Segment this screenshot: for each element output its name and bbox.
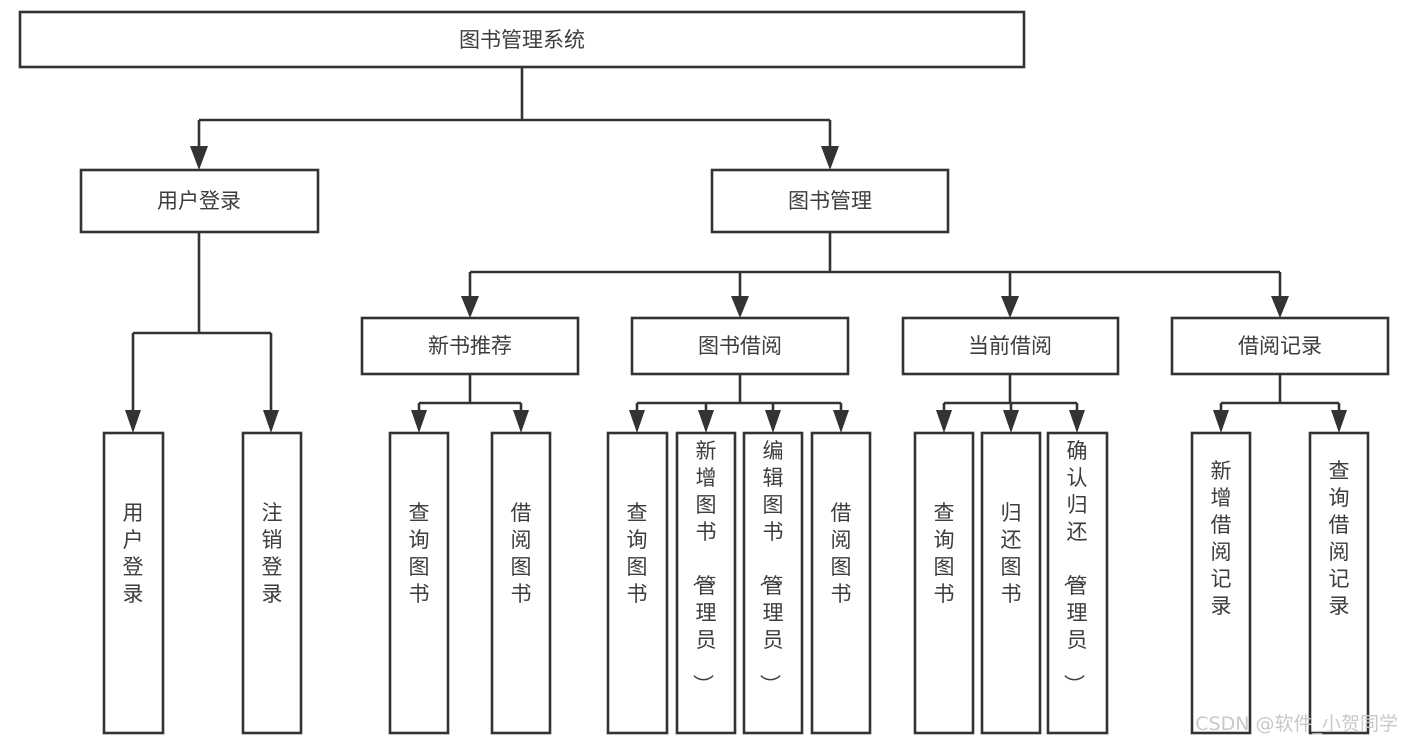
node-leaf-9-label: 查询图书 bbox=[934, 501, 955, 606]
node-leaf-6[interactable]: 新增图书（管理员） bbox=[675, 431, 737, 735]
watermark-label: CSDN @软件_小贺同学 bbox=[1195, 713, 1398, 735]
node-leaf-13-label: 查询借阅记录 bbox=[1329, 459, 1350, 618]
node-leaf-9[interactable]: 查询图书 bbox=[913, 431, 975, 735]
node-current-box[interactable] bbox=[901, 316, 1120, 376]
node-borrow-box[interactable] bbox=[630, 316, 850, 376]
arrow-bookmgmt bbox=[821, 146, 839, 170]
arrow-leaf-11 bbox=[1069, 410, 1085, 433]
node-bookmgmt-box[interactable] bbox=[710, 168, 950, 234]
node-leaf-4-box[interactable] bbox=[490, 431, 552, 735]
node-newbook[interactable]: 新书推荐 bbox=[360, 316, 580, 376]
arrow-leaf-10 bbox=[1003, 410, 1019, 433]
node-leaf-2[interactable]: 注销登录 bbox=[241, 431, 303, 735]
node-borrow[interactable]: 图书借阅 bbox=[630, 316, 850, 376]
node-current-label: 当前借阅 bbox=[968, 334, 1052, 358]
node-leaf-8-box[interactable] bbox=[810, 431, 872, 735]
arrow-leaf-5 bbox=[629, 410, 645, 433]
arrow-leaf-7 bbox=[765, 410, 781, 433]
node-newbook-box[interactable] bbox=[360, 316, 580, 376]
arrow-leaf-6 bbox=[698, 410, 714, 433]
node-leaf-10-label: 归还图书 bbox=[1001, 501, 1022, 606]
node-leaf-3-box[interactable] bbox=[388, 431, 450, 735]
node-leaf-1-box[interactable] bbox=[102, 431, 165, 735]
node-leaf-13-box[interactable] bbox=[1308, 431, 1370, 735]
node-leaf-13[interactable]: 查询借阅记录 bbox=[1308, 431, 1370, 735]
node-leaf-10-box[interactable] bbox=[980, 431, 1042, 735]
node-leaf-6-label: 新增图书（管理员） bbox=[691, 439, 717, 695]
node-login-label: 用户登录 bbox=[157, 189, 241, 213]
node-leaf-2-label: 注销登录 bbox=[262, 501, 283, 606]
node-root[interactable]: 图书管理系统 bbox=[18, 10, 1026, 69]
node-root-label: 图书管理系统 bbox=[459, 28, 585, 52]
node-leaf-2-box[interactable] bbox=[241, 431, 303, 735]
arrow-newbook bbox=[461, 296, 479, 318]
node-leaf-7-label: 编辑图书（管理员） bbox=[758, 439, 784, 695]
node-leaf-12[interactable]: 新增借阅记录 bbox=[1190, 431, 1252, 735]
node-records[interactable]: 借阅记录 bbox=[1170, 316, 1390, 376]
connector-layer bbox=[125, 67, 1347, 433]
arrow-leaf-13 bbox=[1331, 410, 1347, 433]
arrow-leaf-1 bbox=[125, 410, 141, 433]
node-leaf-10[interactable]: 归还图书 bbox=[980, 431, 1042, 735]
node-leaf-8[interactable]: 借阅图书 bbox=[810, 431, 872, 735]
arrow-records bbox=[1271, 296, 1289, 318]
arrow-current bbox=[1001, 296, 1019, 318]
node-leaf-5-label: 查询图书 bbox=[627, 501, 648, 606]
arrow-borrow bbox=[731, 296, 749, 318]
arrow-leaf-12 bbox=[1213, 410, 1229, 433]
node-leaf-3-label: 查询图书 bbox=[409, 501, 430, 606]
node-leaf-12-label: 新增借阅记录 bbox=[1211, 459, 1232, 618]
node-leaf-11-label: 确认归还（管理员） bbox=[1062, 439, 1088, 695]
node-leaf-8-label: 借阅图书 bbox=[831, 501, 852, 606]
node-leaf-11[interactable]: 确认归还（管理员） bbox=[1046, 431, 1109, 735]
node-newbook-label: 新书推荐 bbox=[428, 334, 512, 358]
node-current[interactable]: 当前借阅 bbox=[901, 316, 1120, 376]
node-leaf-7[interactable]: 编辑图书（管理员） bbox=[742, 431, 804, 735]
node-leaf-12-box[interactable] bbox=[1190, 431, 1252, 735]
node-leaf-6-box[interactable] bbox=[675, 431, 737, 735]
node-bookmgmt[interactable]: 图书管理 bbox=[710, 168, 950, 234]
arrow-leaf-2 bbox=[263, 410, 279, 433]
node-bookmgmt-label: 图书管理 bbox=[788, 189, 872, 213]
node-leaf-5-box[interactable] bbox=[606, 431, 669, 735]
node-borrow-label: 图书借阅 bbox=[698, 334, 782, 358]
node-root-box[interactable] bbox=[18, 10, 1026, 69]
arrow-leaf-4 bbox=[513, 410, 529, 433]
node-leaf-1[interactable]: 用户登录 bbox=[102, 431, 165, 735]
node-records-label: 借阅记录 bbox=[1238, 334, 1322, 358]
node-leaf-5[interactable]: 查询图书 bbox=[606, 431, 669, 735]
node-login[interactable]: 用户登录 bbox=[79, 168, 320, 234]
node-leaf-3[interactable]: 查询图书 bbox=[388, 431, 450, 735]
node-records-box[interactable] bbox=[1170, 316, 1390, 376]
node-leaf-4-label: 借阅图书 bbox=[511, 501, 532, 606]
node-leaf-1-label: 用户登录 bbox=[123, 501, 144, 606]
arrow-leaf-3 bbox=[411, 410, 427, 433]
arrow-login bbox=[190, 146, 208, 170]
arrow-leaf-9 bbox=[936, 410, 952, 433]
node-leaf-9-box[interactable] bbox=[913, 431, 975, 735]
node-login-box[interactable] bbox=[79, 168, 320, 234]
node-leaf-11-box[interactable] bbox=[1046, 431, 1109, 735]
node-leaf-4[interactable]: 借阅图书 bbox=[490, 431, 552, 735]
arrow-leaf-8 bbox=[833, 410, 849, 433]
node-leaf-7-box[interactable] bbox=[742, 431, 804, 735]
